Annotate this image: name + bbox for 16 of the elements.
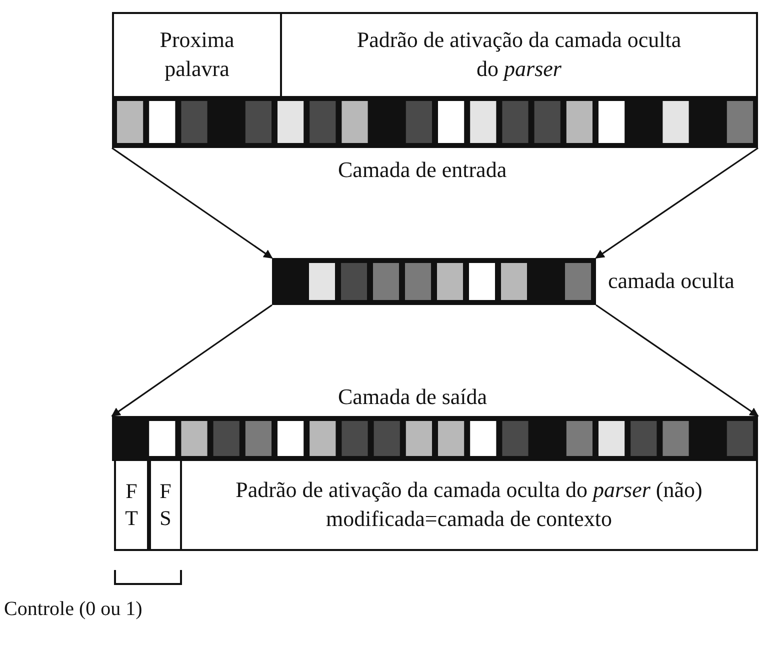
layer-caption: Camada de entrada bbox=[338, 157, 507, 183]
layer-caption: Camada de saída bbox=[338, 384, 488, 410]
unit-strip bbox=[112, 96, 758, 148]
arrow bbox=[112, 147, 273, 259]
arrow bbox=[595, 147, 758, 259]
arrow bbox=[596, 304, 759, 417]
arrow bbox=[111, 304, 272, 417]
label-box: Proxima palavra bbox=[112, 12, 282, 98]
layer-caption: camada oculta bbox=[608, 268, 734, 294]
caption-text: Controle (0 ou 1) bbox=[4, 598, 142, 621]
label-box: Padrão de ativação da camada oculta do parser bbox=[280, 12, 758, 98]
unit-strip bbox=[272, 258, 596, 305]
label-box: F T bbox=[114, 459, 149, 551]
label-box: F S bbox=[149, 459, 182, 551]
label-box: Padrão de ativação da camada oculta do parser (não) modificada=camada de contexto bbox=[180, 459, 758, 551]
unit-strip bbox=[112, 416, 758, 461]
